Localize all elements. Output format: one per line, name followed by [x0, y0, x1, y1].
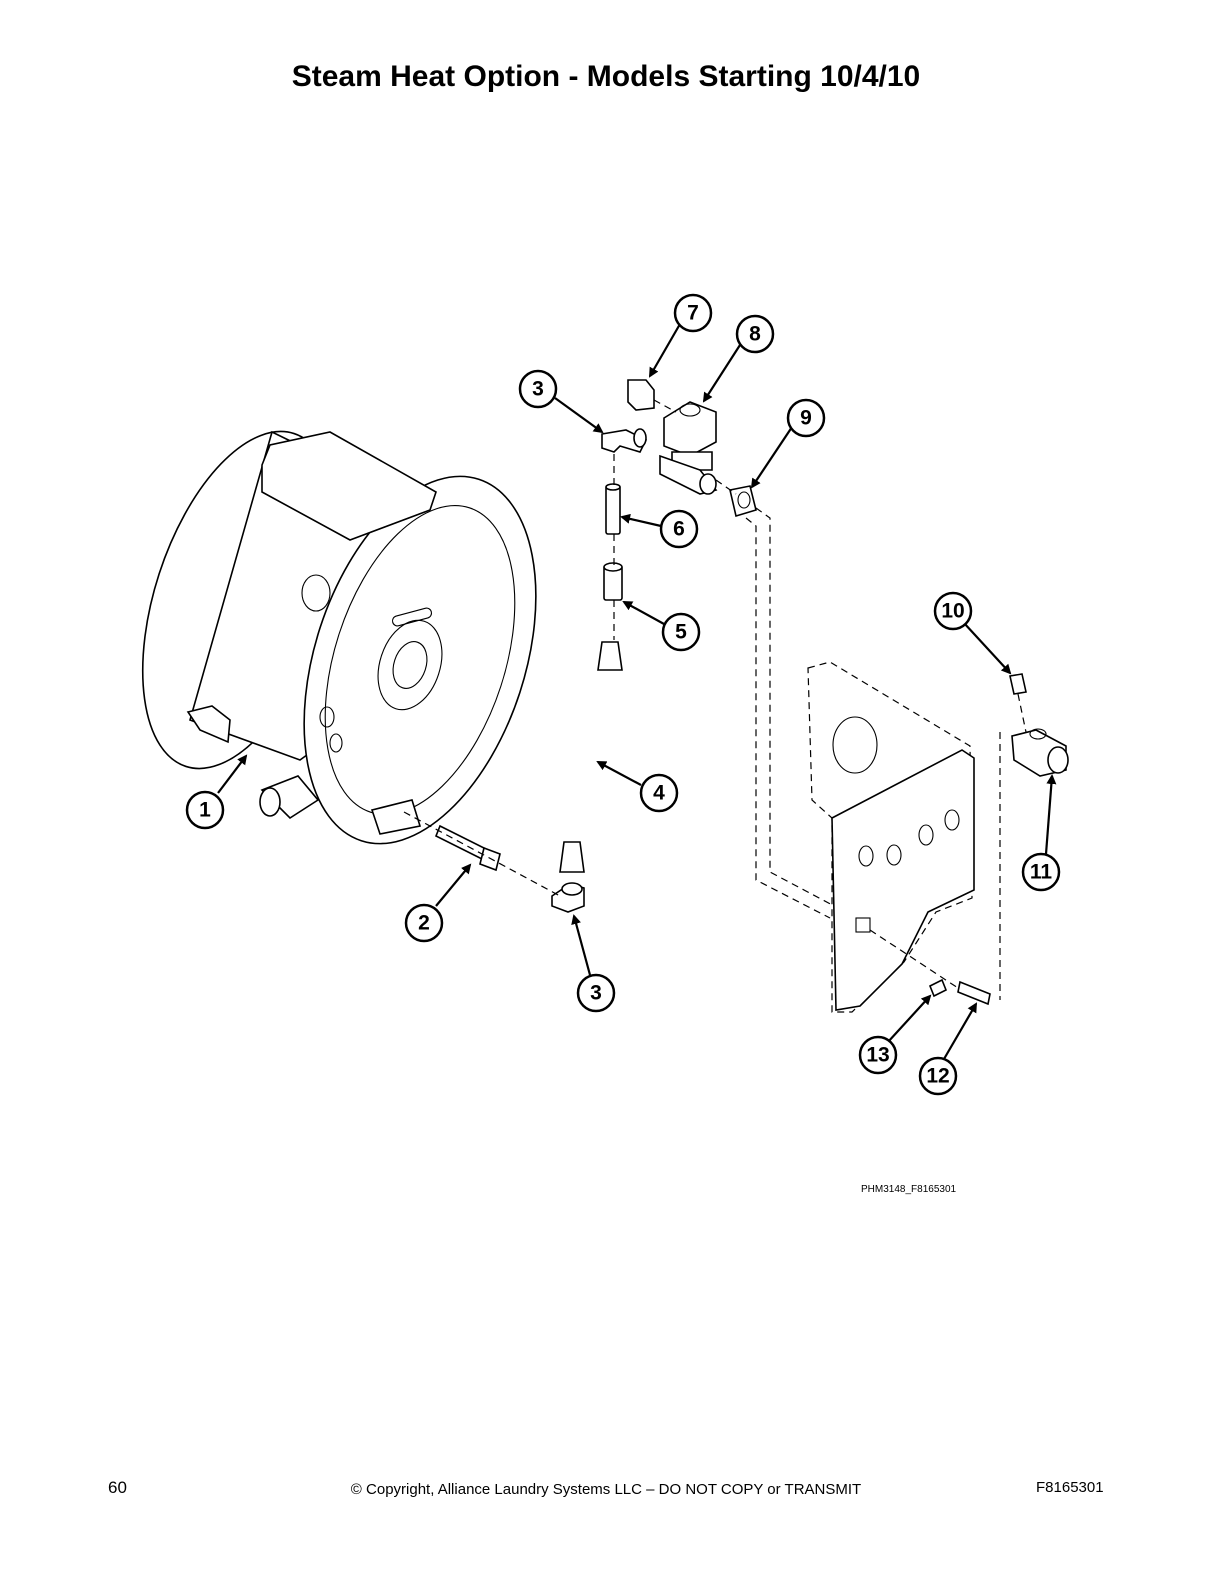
elbow-part-3-upper: [601, 428, 648, 453]
pipe-route-dashed: [745, 507, 839, 919]
assembly-lines: [403, 399, 1027, 989]
svg-text:2: 2: [418, 912, 430, 935]
callout-5: 5: [661, 612, 701, 652]
svg-text:12: 12: [926, 1065, 949, 1088]
callout-3-upper: 3: [518, 369, 558, 409]
fitting-part-9: [729, 485, 757, 518]
callout-4: 4: [639, 773, 679, 813]
callout-11: 11: [1021, 852, 1061, 892]
svg-text:3: 3: [590, 982, 602, 1005]
callout-2: 2: [404, 903, 444, 943]
nipple-part-12: [957, 980, 991, 1006]
strainer-part-11: [1011, 728, 1069, 777]
svg-text:7: 7: [687, 302, 699, 325]
callout-6: 6: [659, 509, 699, 549]
svg-text:1: 1: [199, 799, 211, 822]
elbow-part-3-lower: [551, 882, 585, 913]
plug-part-10: [1009, 673, 1027, 695]
coupling-part-5: [603, 562, 623, 601]
svg-text:3: 3: [532, 378, 544, 401]
svg-text:4: 4: [653, 782, 665, 805]
page-title: Steam Heat Option - Models Starting 10/4…: [291, 60, 921, 93]
callout-7: 7: [673, 293, 713, 333]
callout-10: 10: [933, 591, 973, 631]
callout-9: 9: [786, 398, 826, 438]
callout-12: 12: [918, 1056, 958, 1096]
callout-8: 8: [735, 314, 775, 354]
callout-13: 13: [858, 1035, 898, 1075]
svg-text:10: 10: [941, 600, 964, 623]
document-code: F8165301: [1036, 1479, 1104, 1496]
svg-text:6: 6: [673, 518, 685, 541]
svg-text:9: 9: [800, 407, 812, 430]
hose-part-4: [559, 641, 623, 873]
screw-part-13: [928, 978, 948, 998]
drum-housing: [141, 430, 537, 845]
svg-text:13: 13: [866, 1044, 889, 1067]
callout-3-lower: 3: [576, 973, 616, 1013]
nipple-part-2: [434, 824, 501, 872]
copyright-notice: © Copyright, Alliance Laundry Systems LL…: [350, 1481, 862, 1498]
leader-arrows: [217, 323, 1057, 1060]
solenoid-valve-part-8: [659, 401, 718, 495]
svg-text:5: 5: [675, 621, 687, 644]
callout-1: 1: [185, 790, 225, 830]
coil-cover-part-7: [627, 379, 655, 411]
svg-text:8: 8: [749, 323, 761, 346]
nipple-part-6: [605, 483, 621, 535]
svg-text:11: 11: [1030, 861, 1053, 884]
page-number: 60: [108, 1478, 127, 1497]
mounting-panel: [807, 661, 1001, 1013]
diagram-code: PHM3148_F8165301: [861, 1184, 957, 1195]
